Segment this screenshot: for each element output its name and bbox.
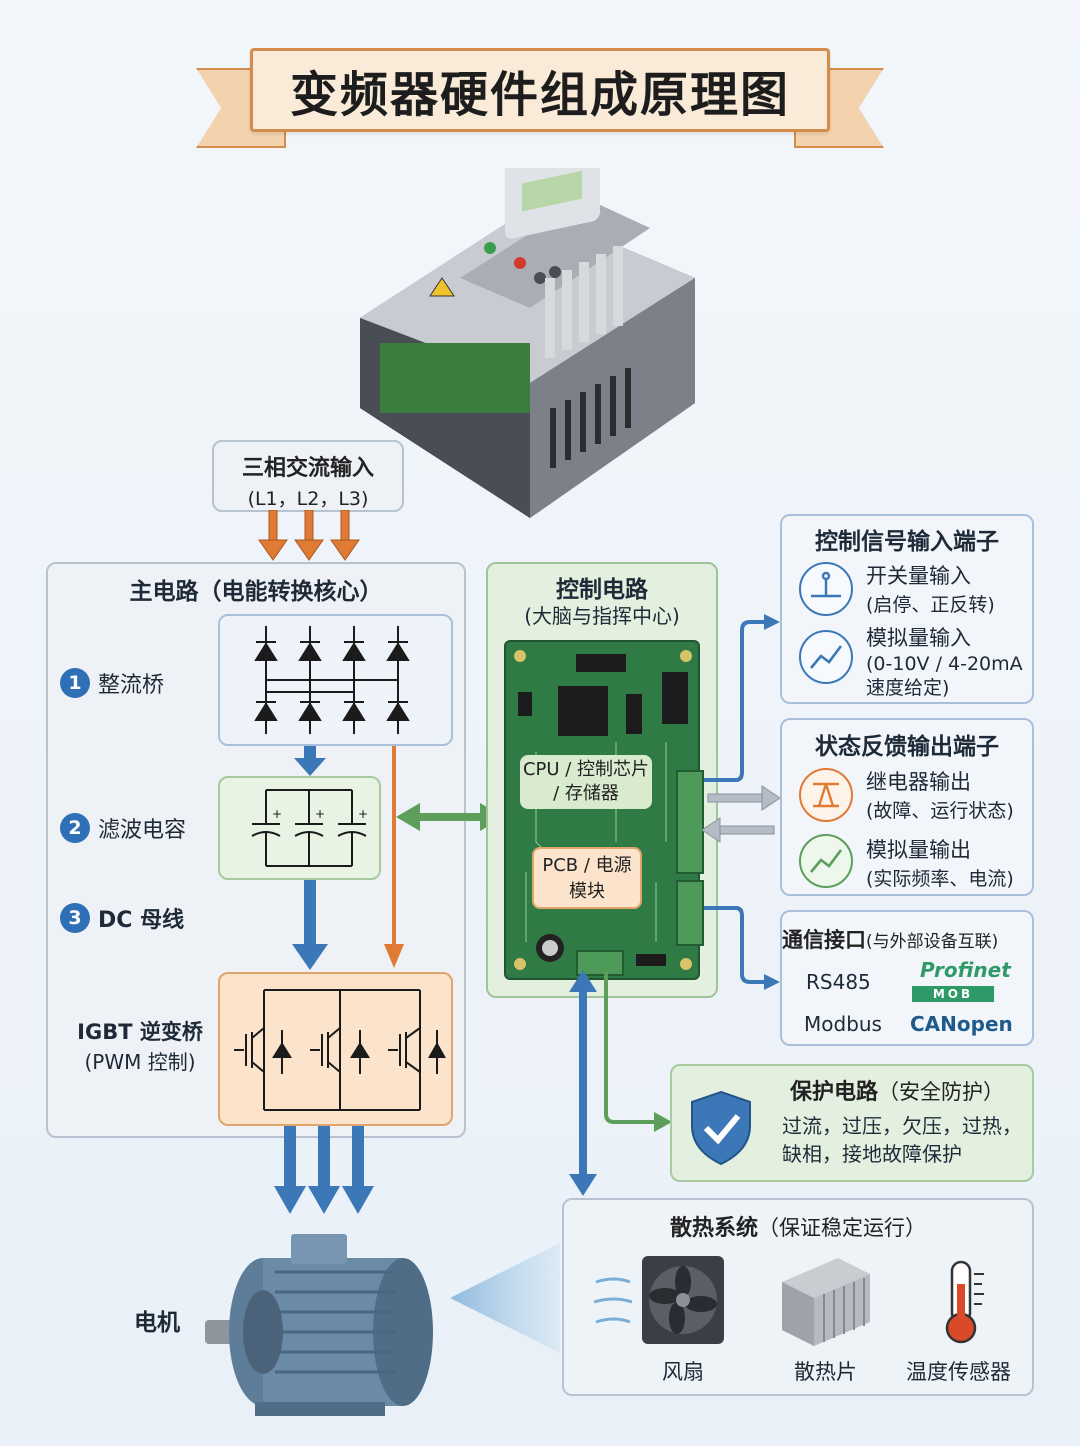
igbt-sub: (PWM 控制) bbox=[84, 1050, 196, 1074]
comm-interface-box bbox=[780, 910, 1034, 1046]
num-badge: 3 bbox=[60, 903, 90, 933]
mob-logo: MOB bbox=[912, 986, 994, 1002]
psu-label: PCB / 电源模块 bbox=[542, 855, 632, 902]
item-filter-cap: 2 滤波电容 bbox=[60, 812, 186, 844]
chart-icon bbox=[799, 834, 853, 888]
analog-output-label: 模拟量输出 bbox=[866, 838, 971, 862]
pcb-traces bbox=[514, 650, 692, 970]
cpu-label: CPU / 控制芯片 / 存储器 bbox=[522, 759, 650, 804]
terminal-block-lower bbox=[676, 880, 704, 946]
digital-input-item: 开关量输入 (启停、正反转) bbox=[866, 560, 995, 617]
motor-label: 电机 bbox=[134, 1310, 180, 1336]
digital-input-label: 开关量输入 bbox=[866, 564, 971, 588]
inverter-drive-illustration bbox=[360, 168, 695, 518]
title-banner: 变频器硬件组成原理图 bbox=[250, 48, 830, 132]
input-arrows bbox=[258, 510, 360, 561]
airflow-arrow bbox=[450, 1243, 560, 1353]
svg-text:+: + bbox=[272, 807, 282, 821]
comm-title-sub: (与外部设备互联) bbox=[866, 932, 999, 952]
protection-title: 保护电路 bbox=[790, 1080, 879, 1105]
analog-input-item: 模拟量输入 (0-10V / 4-20mA 速度给定) bbox=[866, 622, 1026, 700]
capacitor-icon: + + + bbox=[251, 789, 368, 867]
svg-text:+: + bbox=[315, 807, 325, 821]
terminal-block-bottom bbox=[576, 950, 624, 976]
relay-output-sub: (故障、运行状态) bbox=[866, 800, 1014, 822]
modbus-label: Modbus bbox=[804, 1012, 882, 1036]
fan-icon bbox=[593, 1256, 724, 1344]
control-circuit-title: 控制电路 bbox=[556, 577, 648, 603]
input-sub: (L1，L2，L3) bbox=[247, 488, 369, 510]
analog-input-label: 模拟量输入 bbox=[866, 626, 971, 650]
heatsink-label: 散热片 bbox=[794, 1360, 857, 1384]
filter-cap-label: 滤波电容 bbox=[98, 818, 187, 843]
control-bottom-arrows bbox=[569, 970, 672, 1196]
main-circuit-title: 主电路（电能转换核心） bbox=[129, 579, 383, 605]
igbt-icon bbox=[234, 989, 446, 1111]
rectifier-box bbox=[218, 614, 453, 746]
switch-icon bbox=[799, 562, 853, 616]
num-badge: 2 bbox=[60, 813, 90, 843]
analog-input-sub: (0-10V / 4-20mA 速度给定) bbox=[866, 653, 1023, 699]
filter-capacitor-box: + + + bbox=[218, 776, 381, 880]
igbt-bridge-box bbox=[218, 972, 453, 1126]
page-title: 变频器硬件组成原理图 bbox=[289, 67, 790, 123]
terminal-block-upper bbox=[676, 770, 704, 874]
motor-illustration bbox=[205, 1234, 433, 1416]
psu-label-box: PCB / 电源模块 bbox=[532, 847, 642, 909]
cpu-label-box: CPU / 控制芯片 / 存储器 bbox=[520, 755, 652, 809]
relay-icon bbox=[799, 768, 853, 822]
num-badge: 1 bbox=[60, 668, 90, 698]
analog-output-sub: (实际频率、电流) bbox=[866, 868, 1014, 890]
input-label: 三相交流输入 bbox=[241, 456, 374, 481]
relay-output-item: 继电器输出 (故障、运行状态) bbox=[866, 766, 1014, 823]
analog-output-item: 模拟量输出 (实际频率、电流) bbox=[866, 834, 1014, 891]
comm-title: 通信接口 bbox=[782, 928, 866, 952]
item-rectifier: 1 整流桥 bbox=[60, 667, 164, 699]
svg-text:+: + bbox=[358, 807, 368, 821]
thermometer-icon bbox=[945, 1260, 984, 1344]
relay-output-label: 继电器输出 bbox=[866, 770, 971, 794]
cooling-title: 散热系统 bbox=[669, 1216, 758, 1241]
three-phase-input-box: 三相交流输入 (L1，L2，L3) bbox=[212, 440, 404, 512]
motor-output-arrows bbox=[274, 1126, 374, 1214]
control-output-arrows bbox=[701, 614, 781, 990]
chart-icon bbox=[799, 630, 853, 684]
igbt-labels: IGBT 逆变桥 (PWM 控制) bbox=[60, 1016, 220, 1075]
profinet-logo: Profinet bbox=[920, 958, 1011, 982]
digital-input-sub: (启停、正反转) bbox=[866, 594, 995, 616]
protection-title-sub: （安全防护） bbox=[878, 1080, 1005, 1104]
diode-bridge-icon bbox=[254, 626, 410, 734]
shield-icon bbox=[691, 1090, 751, 1166]
fan-label: 风扇 bbox=[662, 1360, 704, 1384]
protection-title-row: 保护电路（安全防护） bbox=[790, 1074, 1004, 1106]
canopen-logo: CANopen bbox=[910, 1012, 1013, 1036]
heatsink-icon bbox=[782, 1258, 870, 1346]
item-dc-bus: 3 DC 母线 bbox=[60, 902, 184, 934]
control-input-title: 控制信号输入端子 bbox=[815, 529, 999, 555]
main-circuit-arrows bbox=[292, 746, 404, 970]
control-circuit-sub: (大脑与指挥中心) bbox=[524, 604, 680, 628]
protection-desc: 过流，过压，欠压，过热，缺相，接地故障保护 bbox=[782, 1114, 1022, 1166]
rectifier-label: 整流桥 bbox=[98, 673, 165, 698]
dc-bus-label: DC 母线 bbox=[98, 908, 185, 933]
rs485-label: RS485 bbox=[806, 970, 871, 994]
pcb-board: CPU / 控制芯片 / 存储器 PCB / 电源模块 bbox=[504, 640, 704, 980]
cooling-title-sub: （保证稳定运行） bbox=[758, 1216, 926, 1240]
comm-title-row: 通信接口(与外部设备互联) bbox=[782, 924, 1034, 954]
temp-sensor-label: 温度传感器 bbox=[906, 1360, 1011, 1384]
status-output-title: 状态反馈输出端子 bbox=[815, 734, 999, 760]
igbt-label: IGBT 逆变桥 bbox=[77, 1020, 203, 1044]
cooling-title-row: 散热系统（保证稳定运行） bbox=[562, 1210, 1034, 1242]
